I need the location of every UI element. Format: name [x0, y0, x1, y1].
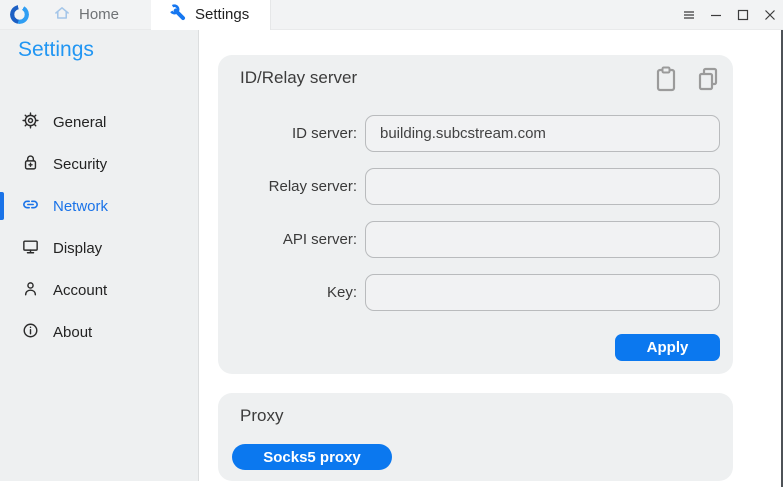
key-row: Key:	[218, 274, 733, 311]
lock-icon	[21, 153, 40, 176]
close-icon[interactable]	[756, 0, 783, 30]
relay-server-label: Relay server:	[218, 168, 357, 205]
sidebar-title: Settings	[18, 38, 94, 62]
sidebar-item-general[interactable]: General	[0, 101, 198, 143]
sidebar-item-label: Account	[53, 282, 107, 299]
api-server-label: API server:	[218, 221, 357, 258]
sidebar-item-about[interactable]: About	[0, 311, 198, 353]
app-logo-icon	[10, 5, 29, 24]
home-icon	[53, 4, 71, 26]
settings-sidebar: Settings General	[0, 30, 199, 481]
api-server-row: API server:	[218, 221, 733, 258]
tab-home-label: Home	[79, 6, 119, 23]
id-server-input[interactable]	[365, 115, 720, 152]
active-indicator	[0, 192, 4, 220]
relay-server-input[interactable]	[365, 168, 720, 205]
apply-button[interactable]: Apply	[615, 334, 720, 361]
sidebar-item-security[interactable]: Security	[0, 143, 198, 185]
tab-settings[interactable]: Settings	[151, 0, 271, 30]
id-server-label: ID server:	[218, 115, 357, 152]
network-settings-panel: ID/Relay server ID server:	[200, 30, 783, 487]
sidebar-item-label: Network	[53, 198, 108, 215]
sidebar-item-label: About	[53, 324, 92, 341]
id-relay-server-card: ID/Relay server ID server:	[218, 55, 733, 374]
person-icon	[21, 279, 40, 302]
sidebar-menu: General Security	[0, 101, 198, 353]
key-label: Key:	[218, 274, 357, 311]
paste-icon[interactable]	[653, 66, 679, 92]
tab-home[interactable]: Home	[35, 0, 137, 30]
titlebar: Home Settings	[0, 0, 783, 30]
monitor-icon	[21, 237, 40, 260]
maximize-icon[interactable]	[729, 0, 756, 30]
sidebar-item-account[interactable]: Account	[0, 269, 198, 311]
gear-icon	[21, 111, 40, 134]
api-server-input[interactable]	[365, 221, 720, 258]
card-title: ID/Relay server	[240, 68, 357, 88]
tab-settings-label: Settings	[195, 6, 249, 23]
key-input[interactable]	[365, 274, 720, 311]
info-icon	[21, 321, 40, 344]
minimize-icon[interactable]	[702, 0, 729, 30]
menu-icon[interactable]	[675, 0, 702, 30]
sidebar-item-label: Security	[53, 156, 107, 173]
wrench-icon	[169, 4, 187, 26]
sidebar-item-label: General	[53, 114, 106, 131]
proxy-card: Proxy Socks5 proxy	[218, 393, 733, 481]
id-server-row: ID server:	[218, 115, 733, 152]
sidebar-item-network[interactable]: Network	[0, 185, 198, 227]
window-controls	[675, 0, 783, 30]
sidebar-item-display[interactable]: Display	[0, 227, 198, 269]
sidebar-item-label: Display	[53, 240, 102, 257]
copy-icon[interactable]	[695, 66, 721, 92]
socks5-proxy-button[interactable]: Socks5 proxy	[232, 444, 392, 470]
relay-server-row: Relay server:	[218, 168, 733, 205]
card-title: Proxy	[240, 406, 283, 426]
link-icon	[21, 195, 40, 218]
